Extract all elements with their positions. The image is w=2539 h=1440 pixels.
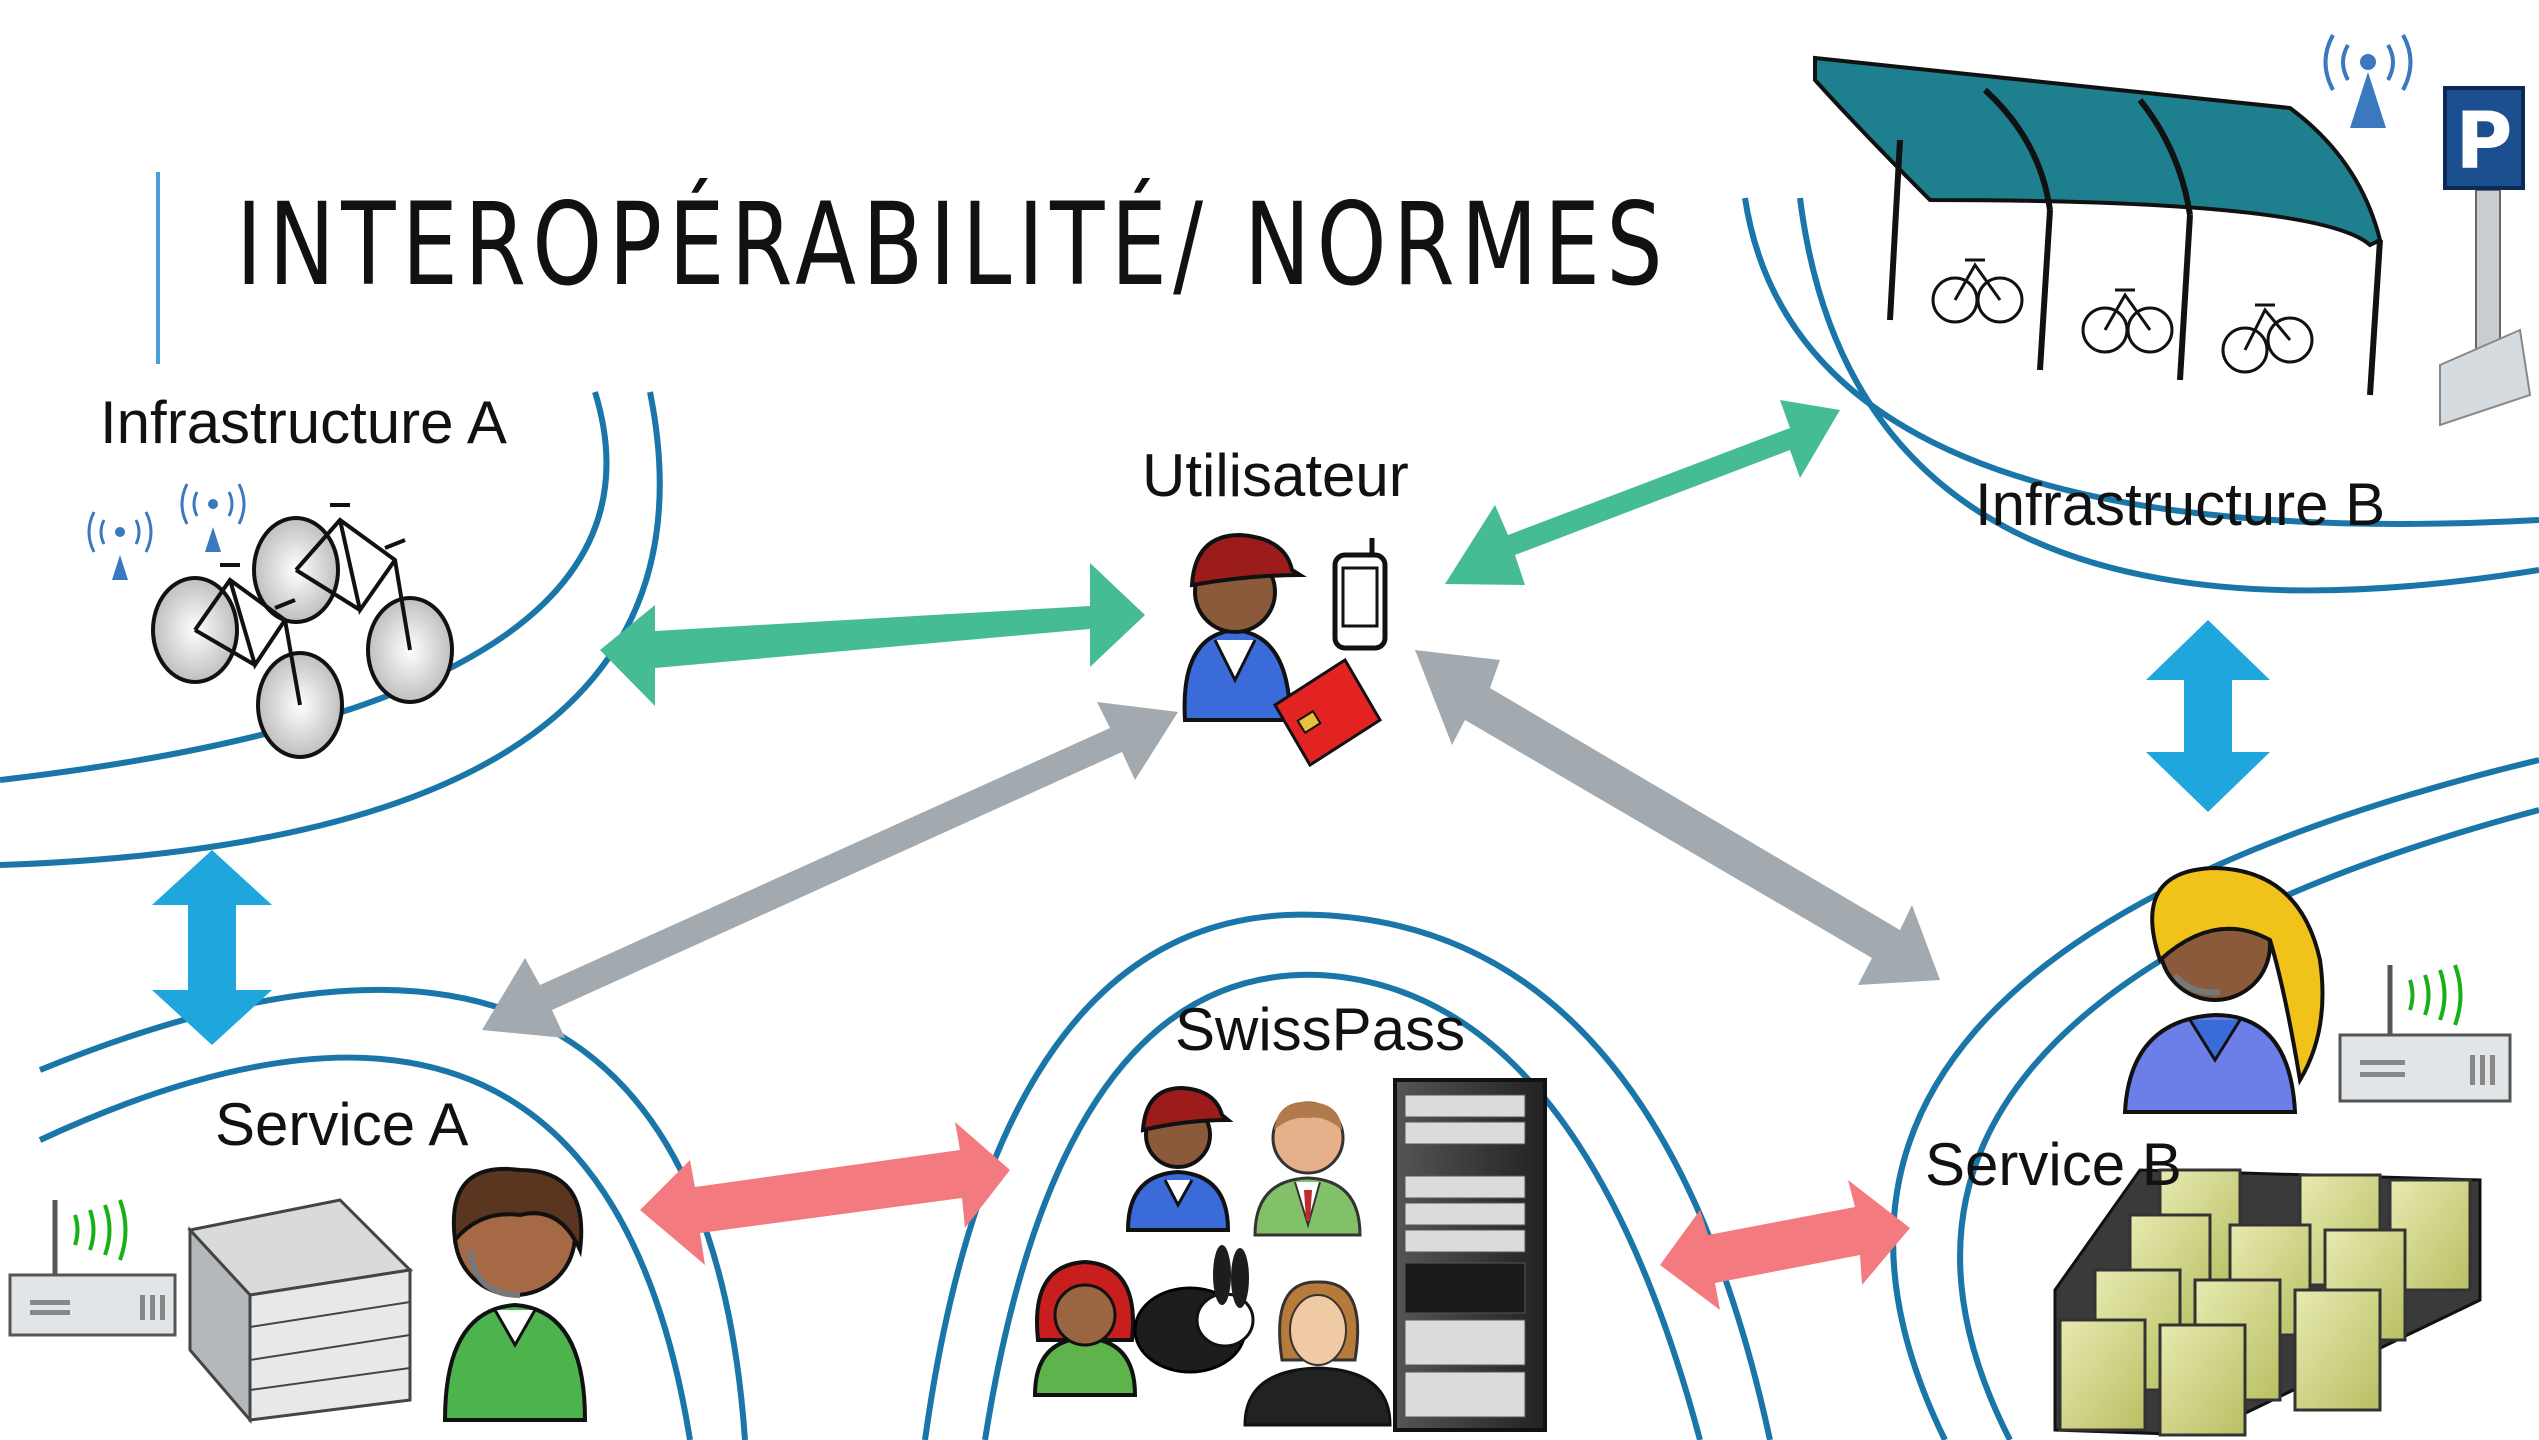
arrow-utilisateur-service-b: [1415, 650, 1940, 985]
smart-card-icon: [1272, 657, 1383, 768]
arrow-infra-a-utilisateur: [600, 563, 1145, 706]
bike-shelter-icon: [1813, 55, 2383, 396]
wifi-antenna-icon: [180, 483, 246, 552]
call-center-agent-icon: [442, 1166, 588, 1422]
woman-icon: [1032, 1259, 1138, 1397]
arrow-service-a-swisspass: [640, 1122, 1010, 1265]
server-farm-icon: [2053, 1168, 2482, 1437]
call-center-agent-icon: [2122, 865, 2325, 1114]
arrow-utilisateur-infra-b: [1445, 400, 1840, 585]
user-icon: [1125, 1085, 1234, 1232]
businessman-icon: [1253, 1101, 1362, 1237]
label-infrastructure-a: Infrastructure A: [100, 389, 507, 456]
woman-icon: [1243, 1280, 1392, 1427]
wifi-antenna-icon: [87, 511, 153, 580]
arrow-utilisateur-service-a: [482, 702, 1178, 1038]
title-accent-bar: [156, 172, 160, 364]
arrow-infra-a-service-a: [152, 850, 272, 1045]
label-utilisateur: Utilisateur: [1142, 442, 1409, 509]
rabbit-icon: [1133, 1245, 1255, 1374]
arrow-infra-b-service-b: [2146, 620, 2270, 812]
user-icon: [1182, 532, 1307, 722]
arrow-swisspass-service-b: [1660, 1180, 1910, 1310]
label-service-b: Service B: [1925, 1131, 2182, 1198]
bike-icon: [151, 563, 344, 759]
server-rack-icon: [1393, 1078, 1547, 1432]
label-service-a: Service A: [215, 1091, 469, 1158]
parking-sign-icon: [2439, 86, 2532, 427]
wifi-antenna-icon: [2323, 34, 2413, 128]
server-stack-icon: [187, 1198, 414, 1425]
boundary-swisspass: [922, 911, 1773, 1440]
parking-sign-letter: P: [2455, 97, 2512, 187]
page-title: INTEROPÉRABILITÉ/ NORMES: [236, 178, 1669, 311]
smartphone-icon: [1332, 538, 1388, 651]
label-infrastructure-b: Infrastructure B: [1975, 471, 2386, 538]
label-swisspass: SwissPass: [1175, 996, 1466, 1063]
router-icon: [8, 1199, 177, 1337]
bike-icon: [252, 503, 454, 704]
router-icon: [2338, 964, 2512, 1103]
boundary-infrastructure-a: [0, 391, 663, 868]
boundary-infrastructure-b: [1742, 197, 2539, 594]
boundary-service-b: [1890, 757, 2539, 1440]
